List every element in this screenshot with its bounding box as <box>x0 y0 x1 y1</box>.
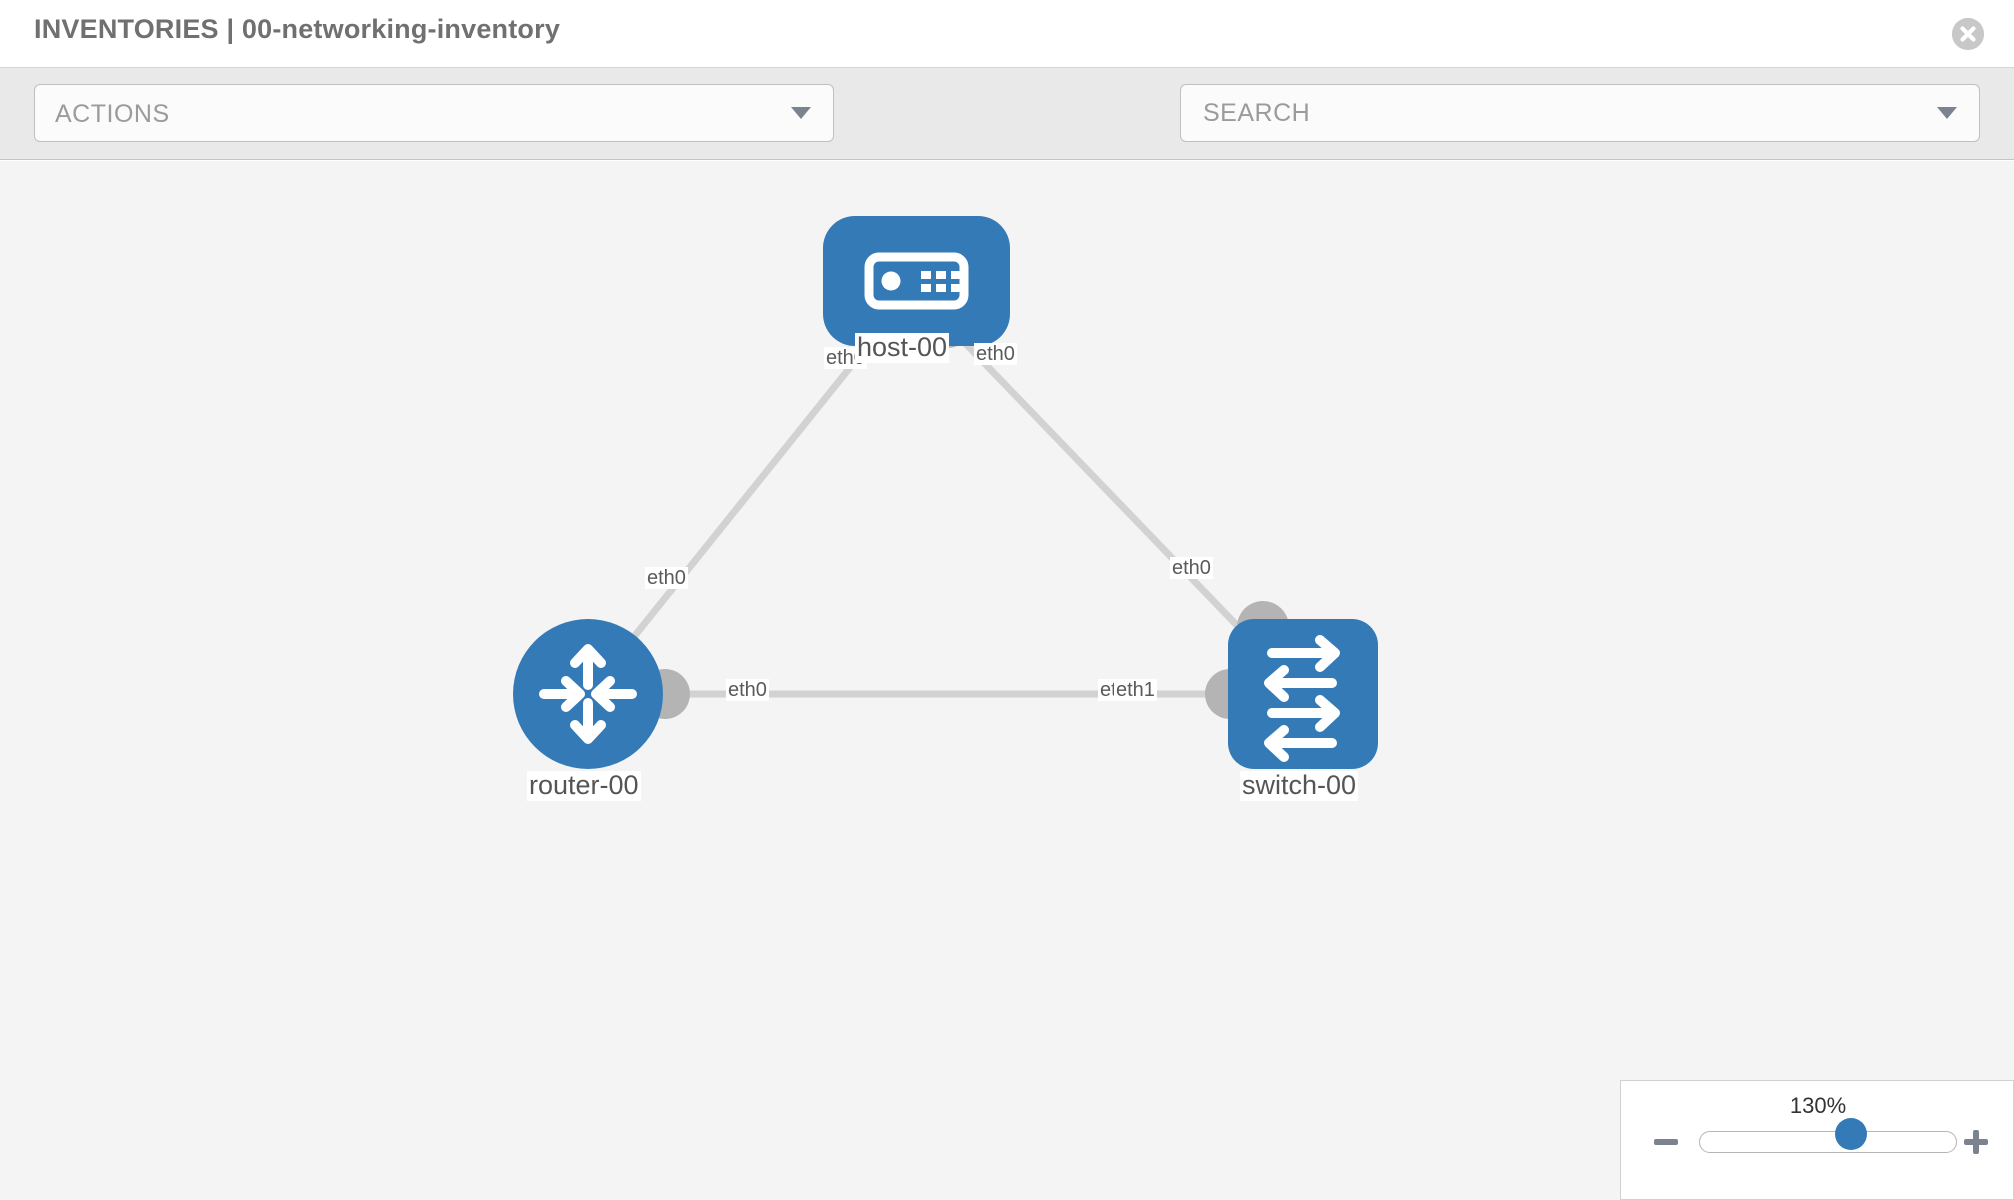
search-input[interactable] <box>1201 85 1921 141</box>
close-icon[interactable] <box>1952 18 1984 50</box>
interface-label: eth1 <box>1114 679 1157 701</box>
node-host-00[interactable] <box>823 216 1010 346</box>
server-icon <box>864 252 969 310</box>
page-title: INVENTORIES | 00-networking-inventory <box>34 14 561 44</box>
zoom-level-value: 130% <box>1789 1093 1847 1118</box>
node-router-00[interactable] <box>513 619 663 769</box>
page-header: INVENTORIES | 00-networking-inventory <box>0 0 2014 68</box>
toolbar: ACTIONS <box>0 68 2014 203</box>
chevron-down-icon[interactable] <box>1937 107 1957 119</box>
interface-label: eth0 <box>645 567 688 589</box>
node-label-router-00: router-00 <box>527 770 641 801</box>
switch-arrows-icon <box>1264 635 1340 762</box>
zoom-slider-thumb[interactable] <box>1834 1118 1867 1150</box>
topology-graph <box>513 216 1378 769</box>
node-switch-00[interactable] <box>1228 619 1378 769</box>
plus-icon[interactable] <box>1961 1127 1991 1157</box>
interface-label: eth0 <box>974 343 1017 365</box>
interface-label: eth0 <box>726 679 769 701</box>
node-label-switch-00: switch-00 <box>1240 770 1359 801</box>
actions-dropdown[interactable]: ACTIONS <box>34 84 834 142</box>
actions-dropdown-label: ACTIONS <box>55 100 170 128</box>
interface-label: eth0 <box>1170 557 1213 579</box>
node-label-host-00: host-00 <box>855 332 950 363</box>
minus-icon[interactable] <box>1651 1127 1681 1157</box>
router-arrows-icon <box>539 644 637 744</box>
zoom-control-panel: 130% <box>1620 1080 2014 1200</box>
search-field[interactable] <box>1180 84 1980 142</box>
topology-canvas[interactable]: eth0 eth0 eth0 eth0 eth0 eth eth1 host-0… <box>0 161 2014 1200</box>
chevron-down-icon <box>791 107 811 119</box>
zoom-slider-track[interactable] <box>1699 1131 1957 1153</box>
